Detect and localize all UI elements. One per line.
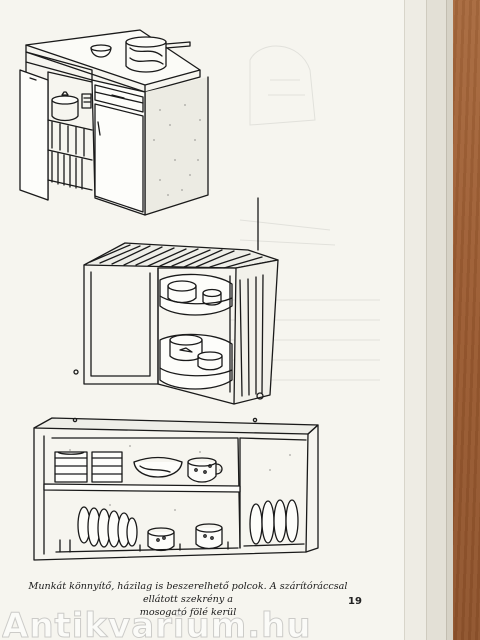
page-edge <box>446 0 453 640</box>
page-edge <box>404 0 427 640</box>
caption-line-1: Munkát könnyítő, házilag is beszerelhető… <box>28 581 348 605</box>
corner-carousel-cabinet-illustration <box>73 197 279 405</box>
page-edge <box>426 0 447 640</box>
caption-line-2: mosogató fölé kerül <box>139 607 237 618</box>
page-number: 19 <box>348 596 362 607</box>
corner-cabinet-illustration <box>19 29 209 216</box>
watermark: Antikvarium.hu <box>2 606 312 640</box>
figure-caption: Munkát könnyítő, házilag is beszerelhető… <box>10 580 366 619</box>
illustrations <box>19 29 319 561</box>
drying-rack-shelf-illustration <box>33 417 319 561</box>
show-through-texture <box>230 45 380 381</box>
